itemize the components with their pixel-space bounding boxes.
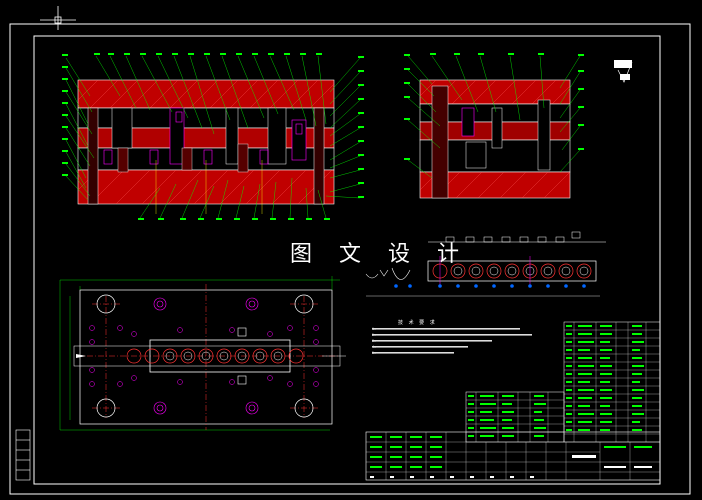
parts-list-table xyxy=(365,321,661,481)
tech-note-2: 2. xyxy=(372,333,377,337)
binding-strip xyxy=(15,429,31,481)
cursor-crosshair-icon xyxy=(40,6,76,30)
side-section-view xyxy=(404,53,584,199)
tech-notes-lines xyxy=(372,328,532,354)
die-plan-view xyxy=(59,276,346,431)
front-section-view xyxy=(62,53,364,220)
tech-note-5: 5. xyxy=(372,351,377,355)
strip-layout xyxy=(365,231,606,297)
outer-frame xyxy=(9,23,691,495)
tech-note-4: 4. xyxy=(372,345,377,349)
inner-frame xyxy=(33,35,661,485)
roughness-symbol-icon xyxy=(614,60,633,83)
tech-note-3: 3. xyxy=(372,339,377,343)
tech-note-1: 1. xyxy=(372,327,377,331)
watermark-text: 图 文 设 计 xyxy=(290,242,469,267)
tech-requirements-title: 技 术 要 求 xyxy=(398,320,437,326)
